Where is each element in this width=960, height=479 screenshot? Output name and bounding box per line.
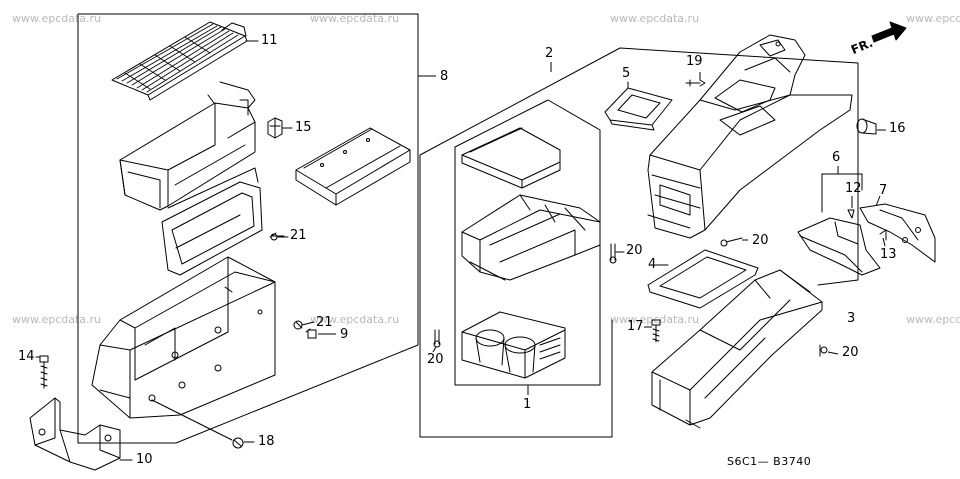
part-3-lower-console bbox=[651, 269, 823, 426]
callout-20-left: 20 bbox=[427, 352, 444, 367]
clip-13 bbox=[879, 229, 887, 241]
group-2-boundary bbox=[419, 47, 859, 438]
callout-18: 18 bbox=[258, 434, 275, 449]
group-1-boundary bbox=[454, 99, 601, 386]
watermark: www.epcdata.ru bbox=[610, 12, 700, 25]
callout-5: 5 bbox=[622, 66, 631, 81]
callout-21b: 21 bbox=[316, 315, 333, 330]
callout-2: 2 bbox=[545, 46, 554, 61]
bolt-19 bbox=[685, 79, 706, 87]
part-7-bracket bbox=[859, 203, 936, 263]
watermark: www.epcdata.ru bbox=[12, 12, 102, 25]
part-4-pad bbox=[647, 249, 759, 309]
screw-20-bottom bbox=[819, 344, 828, 357]
callout-10: 10 bbox=[136, 452, 153, 467]
callout-19: 19 bbox=[686, 54, 703, 69]
callout-7: 7 bbox=[879, 183, 888, 198]
watermark: www.epcdata.ru bbox=[12, 313, 102, 326]
callout-16: 16 bbox=[889, 121, 906, 136]
clip-12 bbox=[847, 209, 855, 219]
part-frame-panel bbox=[161, 167, 263, 276]
callout-1: 1 bbox=[523, 397, 532, 412]
part-tray bbox=[119, 81, 256, 211]
callout-15: 15 bbox=[295, 120, 312, 135]
diagram-code: S6C1— B3740 bbox=[727, 455, 812, 468]
bracket-6-legs bbox=[821, 173, 863, 213]
callout-17: 17 bbox=[627, 319, 644, 334]
callout-8: 8 bbox=[440, 69, 449, 84]
part-cupholder bbox=[461, 311, 566, 379]
fr-arrow-icon bbox=[871, 21, 907, 43]
group-8-boundary bbox=[77, 13, 419, 444]
part-9-nut bbox=[305, 328, 317, 339]
part-5-tray bbox=[604, 87, 673, 131]
part-11-mat bbox=[111, 21, 248, 101]
part-2-console bbox=[647, 34, 853, 239]
callout-20-right: 20 bbox=[752, 233, 769, 248]
leader-21b bbox=[301, 321, 315, 326]
callout-6: 6 bbox=[832, 150, 841, 165]
part-lid bbox=[461, 127, 561, 189]
leader-20a bbox=[432, 346, 437, 353]
bolt-17 bbox=[651, 319, 661, 343]
leader-7 bbox=[875, 195, 881, 207]
callout-4: 4 bbox=[648, 257, 657, 272]
watermark: www.epcdata.ru bbox=[310, 313, 400, 326]
callout-20-mid: 20 bbox=[626, 243, 643, 258]
screw-20-left bbox=[433, 329, 441, 348]
part-6-bracket bbox=[797, 217, 881, 276]
callout-14: 14 bbox=[18, 349, 35, 364]
screw-20-mid bbox=[609, 243, 617, 264]
part-center-cover bbox=[461, 194, 601, 281]
part-10-bracket bbox=[29, 397, 121, 471]
callout-13: 13 bbox=[880, 247, 897, 262]
watermark: www.epcdata.ru bbox=[310, 12, 400, 25]
screw-18 bbox=[151, 399, 244, 449]
callout-3: 3 bbox=[847, 311, 856, 326]
bolt-14 bbox=[39, 355, 49, 389]
part-console-base bbox=[91, 256, 276, 419]
leader-3-foot bbox=[685, 419, 701, 429]
part-bracket-rail bbox=[295, 127, 411, 206]
part-15-clip bbox=[267, 117, 283, 139]
watermark: www.epcdata.ru bbox=[906, 313, 960, 326]
watermark: www.epcdata.ru bbox=[906, 12, 960, 25]
screw-20-right bbox=[720, 237, 743, 247]
callout-11: 11 bbox=[261, 33, 278, 48]
part-16-grommet bbox=[856, 118, 877, 135]
leader-13 bbox=[882, 237, 886, 247]
callout-21a: 21 bbox=[290, 228, 307, 243]
screw-21-upper bbox=[269, 232, 285, 241]
callout-9: 9 bbox=[340, 327, 349, 342]
leader-20c bbox=[827, 351, 839, 355]
callout-20-bottom: 20 bbox=[842, 345, 859, 360]
callout-12: 12 bbox=[845, 181, 862, 196]
